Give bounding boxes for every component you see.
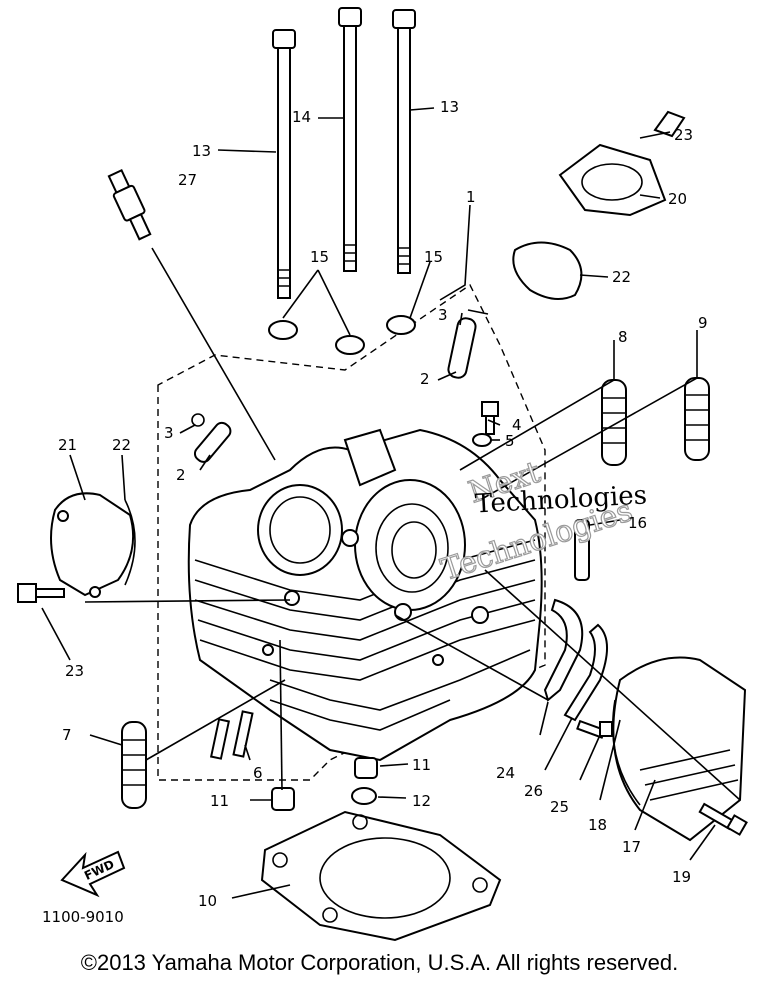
callout-2a: 2 [420,370,430,388]
callout-21: 21 [58,436,77,454]
head-bolt-14 [338,7,362,272]
head-bolt-13-left [272,29,296,299]
callout-13a: 13 [192,142,211,160]
gasket-24 [543,598,584,702]
assembly-outline [157,283,546,781]
guide-9 [684,377,710,461]
head-gasket-10 [260,810,502,942]
callout-16: 16 [628,514,647,532]
diagram-code: 1100-9010 [42,908,124,926]
callout-8: 8 [618,328,628,346]
callout-14: 14 [292,108,311,126]
callout-22b: 22 [112,436,131,454]
guide-8 [601,379,627,466]
callout-13b: 13 [440,98,459,116]
washer-15-a [268,320,298,340]
side-cover-21 [50,492,136,598]
gasket-26 [563,623,608,722]
callout-9: 9 [698,314,708,332]
clip-3-left [191,413,205,427]
washer-15-c [386,315,416,335]
callout-labels: 1 2 2 3 3 4 5 6 7 8 9 10 11 11 12 13 13 … [58,98,708,910]
callout-23a: 23 [674,126,693,144]
callout-23b: 23 [65,662,84,680]
callout-3a: 3 [438,306,448,324]
collar-11-a [354,757,378,779]
callout-5: 5 [505,432,515,450]
dowel-2-top [447,317,477,379]
collar-11-b [271,787,295,811]
washer-5 [472,433,492,447]
leader-lines [41,107,741,899]
callout-19: 19 [672,868,691,886]
bolt-23-left [17,583,65,603]
callout-11a: 11 [412,756,431,774]
callout-6: 6 [253,764,263,782]
fwd-arrow: FWD [60,850,126,898]
bolt-4 [481,401,499,435]
seal-12 [351,787,377,805]
callout-12: 12 [412,792,431,810]
callout-7: 7 [62,726,72,744]
guide-7 [121,721,147,809]
callout-22a: 22 [612,268,631,286]
callout-26: 26 [524,782,543,800]
callout-27: 27 [178,171,197,189]
callout-25: 25 [550,798,569,816]
bolt-25 [576,719,613,739]
washer-15-b [335,335,365,355]
callout-4: 4 [512,416,522,434]
callout-18: 18 [588,816,607,834]
callout-24: 24 [496,764,515,782]
callout-15a: 15 [310,248,329,266]
head-bolt-13-right [392,9,416,274]
callout-2b: 2 [176,466,186,484]
callout-20: 20 [668,190,687,208]
spark-plug [107,168,152,241]
dowel-2-left [193,421,232,463]
o-ring-22-top [512,241,583,300]
copyright-notice: ©2013 Yamaha Motor Corporation, U.S.A. A… [80,950,679,975]
bolt-19 [698,802,748,836]
callout-10: 10 [198,892,217,910]
clip-3-top [467,309,489,315]
callout-3b: 3 [164,424,174,442]
cover-20 [558,110,686,217]
callout-1: 1 [466,188,476,206]
stud-6 [209,710,254,760]
bolt-16 [574,519,590,581]
callout-17: 17 [622,838,641,856]
callout-15b: 15 [424,248,443,266]
callout-11b: 11 [210,792,229,810]
cover-18 [612,656,747,842]
cylinder-head [187,428,543,762]
